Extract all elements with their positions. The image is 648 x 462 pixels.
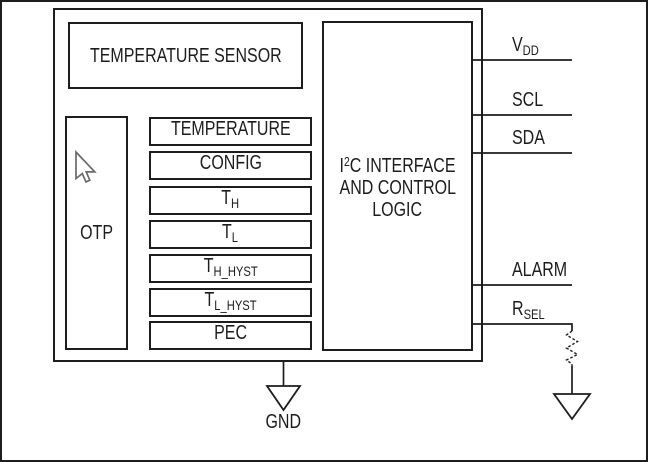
register-config: CONFIG: [149, 151, 312, 180]
i2c-block-label-line3: LOGIC: [372, 199, 423, 221]
register-temperature: TEMPERATURE: [149, 117, 312, 146]
register-th-hyst-label: TH_HYST: [203, 255, 258, 279]
register-tl-hyst-label: TL_HYST: [204, 289, 257, 313]
register-pec: PEC: [149, 321, 312, 350]
otp-label: OTP: [80, 222, 113, 244]
gnd-label: GND: [265, 411, 302, 433]
pin-label-scl: SCL: [512, 89, 544, 111]
register-tl-hyst: TL_HYST: [149, 288, 312, 317]
i2c-block-label-line2: AND CONTROL: [339, 177, 456, 199]
pin-label-vdd: VDD: [512, 34, 539, 58]
i2c-control-block: I2C INTERFACE AND CONTROL LOGIC: [322, 21, 473, 351]
i2c-block-label-line1: I2C INTERFACE: [339, 154, 456, 177]
register-th: TH: [149, 186, 312, 215]
pin-label-sda: SDA: [512, 127, 545, 149]
register-pec-label: PEC: [214, 322, 247, 344]
pin-label-rsel: RSEL: [512, 298, 545, 322]
pin-label-alarm: ALARM: [512, 259, 568, 281]
register-config-label: CONFIG: [199, 152, 262, 174]
register-th-label: TH: [221, 187, 240, 211]
register-tl-label: TL: [222, 221, 239, 245]
register-temperature-label: TEMPERATURE: [170, 118, 291, 140]
register-tl: TL: [149, 220, 312, 249]
register-th-hyst: TH_HYST: [149, 254, 312, 283]
temperature-sensor-block: TEMPERATURE SENSOR: [68, 22, 303, 89]
temperature-sensor-label: TEMPERATURE SENSOR: [89, 44, 282, 67]
otp-block: OTP: [65, 116, 128, 350]
